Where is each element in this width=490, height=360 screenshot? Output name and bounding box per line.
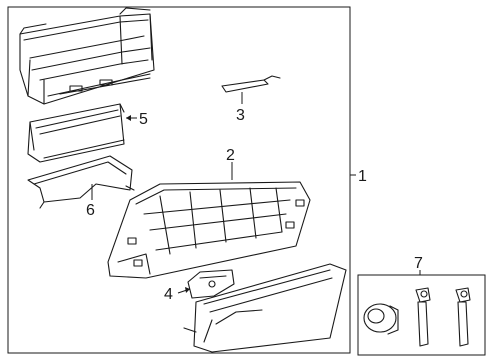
assembly-frame	[7, 6, 351, 354]
arrowhead-4	[185, 287, 190, 293]
key-part-2	[455, 287, 471, 347]
glove-box-frame-part	[107, 181, 311, 279]
glove-box-door-part	[183, 263, 347, 353]
callout-4: 4	[164, 286, 173, 303]
latch-part	[187, 269, 235, 299]
tray-liner-part	[27, 155, 135, 209]
trim-strip-part	[221, 75, 281, 93]
callout-1: 1	[358, 168, 367, 185]
key-part-1	[415, 287, 431, 347]
callout-2: 2	[226, 147, 235, 164]
callout-7: 7	[414, 255, 423, 272]
callout-3: 3	[236, 107, 245, 124]
callout-5: 5	[139, 111, 148, 128]
upper-housing-part	[19, 7, 155, 105]
bin-part	[27, 103, 125, 163]
subassembly-frame	[357, 274, 486, 356]
callout-6: 6	[86, 202, 95, 219]
lock-cylinder-part	[363, 303, 399, 335]
arrowhead-5	[126, 115, 131, 121]
